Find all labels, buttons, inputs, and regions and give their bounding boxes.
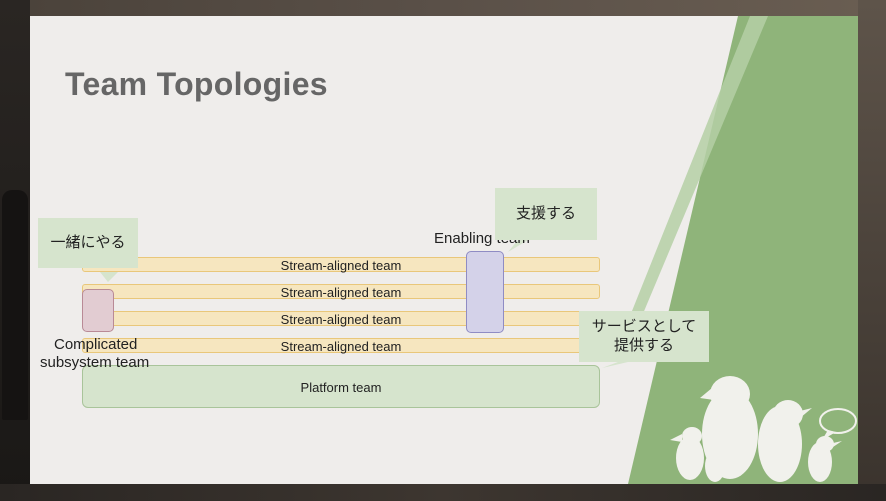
callout-service-line2: 提供する — [613, 337, 674, 354]
callout-service-line1: サービスとして — [591, 318, 697, 335]
camera-background-right — [858, 0, 886, 501]
camera-background-bottom — [0, 484, 886, 501]
green-diagonal-band — [628, 16, 858, 484]
complicated-team-label-line2: subsystem team — [40, 354, 150, 371]
platform-team-box: Platform team — [82, 365, 600, 408]
camera-background-top — [0, 0, 886, 16]
complicated-subsystem-team-box — [82, 289, 114, 332]
slide-decoration — [100, 16, 858, 484]
presentation-slide: Team Topologies Stream-aligned team Stre… — [30, 16, 858, 484]
speech-bubble-icon — [819, 408, 857, 440]
stream-aligned-lane-2: Stream-aligned team — [82, 284, 600, 300]
callout-tail-support — [508, 240, 528, 252]
stream-aligned-lane-4: Stream-aligned team — [82, 338, 600, 354]
callout-service: サービスとして 提供する — [579, 311, 709, 362]
callout-tail-service — [602, 362, 628, 368]
background-bottle — [2, 190, 28, 420]
penguins-illustration — [670, 376, 842, 482]
stream-aligned-lane-1: Stream-aligned team — [82, 257, 600, 273]
stream-aligned-lane-3: Stream-aligned team — [82, 311, 600, 327]
light-diagonal-stripe — [630, 16, 768, 316]
callout-together: 一緒にやる — [38, 218, 138, 268]
callout-support: 支援する — [495, 188, 597, 240]
slide-title: Team Topologies — [65, 66, 328, 102]
complicated-team-label-line1: Complicated — [54, 336, 138, 353]
callout-tail-together — [100, 272, 118, 282]
enabling-team-box — [466, 251, 504, 333]
